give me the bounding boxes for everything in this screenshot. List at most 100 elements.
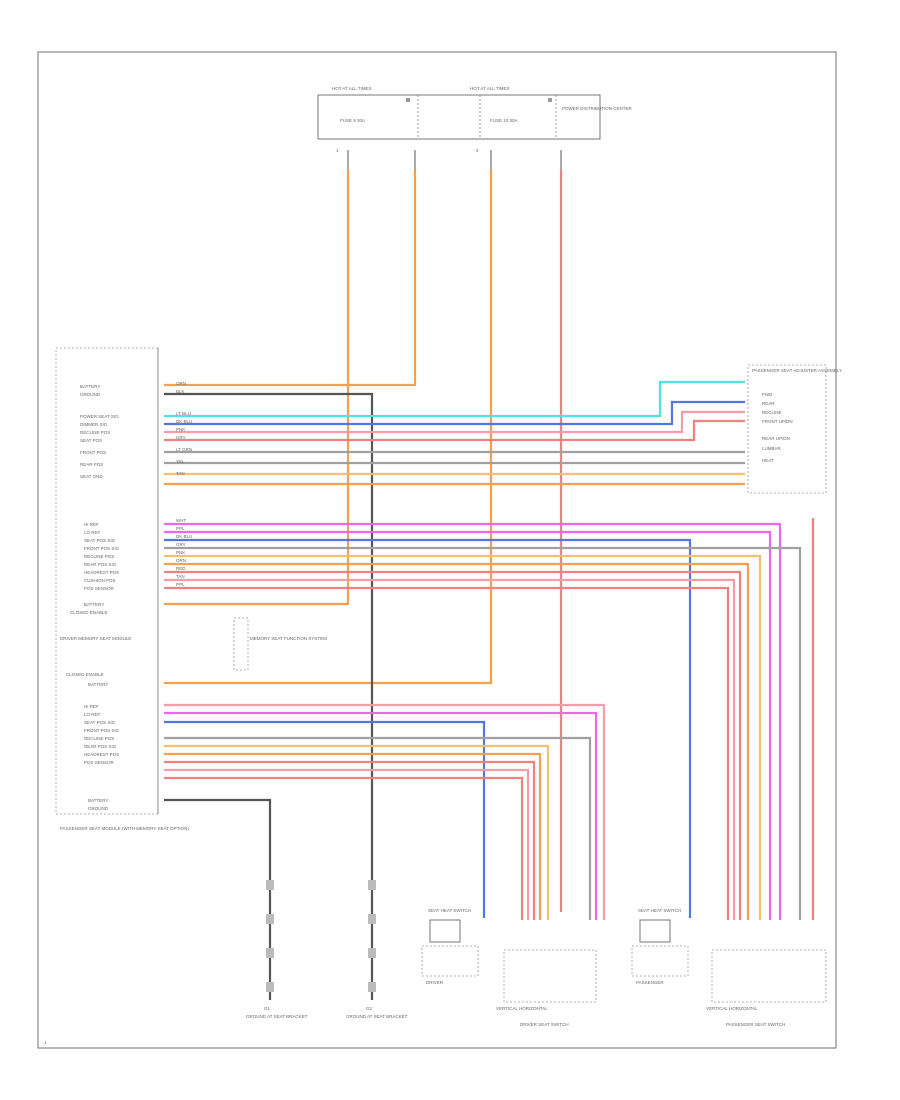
ground-1-label: G1 <box>264 1006 271 1011</box>
driver-label-top-4: RECLINE POS <box>80 430 110 435</box>
driver-wire-top-4: PNK <box>176 427 185 432</box>
pass-label-a-1: BATTERY <box>88 682 108 687</box>
wire-cyan-1 <box>164 380 745 418</box>
driver-label-mid-0: HI REF <box>84 522 99 527</box>
driver-wire-top-0: ORN <box>176 381 186 386</box>
passenger-module-label: PASSENGER SEAT MODULE (WITH MEMORY SEAT … <box>60 826 189 831</box>
diagram-frame <box>37 51 837 1049</box>
pass-label-b-0: HI REF <box>84 704 99 709</box>
wires <box>164 170 815 1000</box>
driver-left-labels: BATTERY GROUND POWER SEAT SIG DIMMER SIG REC… <box>70 381 192 615</box>
driver-wire-mid-7: TAN <box>176 574 185 579</box>
driver-wire-top-6: LT GRN <box>176 447 192 452</box>
wire-orange-3 <box>164 170 493 685</box>
driver-label-mid-3: FRONT POS SIG <box>84 546 120 551</box>
adjuster-pin-6: HEAT <box>762 458 774 463</box>
wire-yellow-3 <box>164 744 550 920</box>
driver-label-top-3: DIMMER SIG <box>80 422 108 427</box>
wire-red-2 <box>164 419 745 442</box>
switch-2-header: SEAT HEAT SWITCH <box>638 908 681 913</box>
pass-label-b-6: HEADREST POS <box>84 752 119 757</box>
switch-2-pins: VERTICAL HORIZONTAL <box>706 1006 758 1011</box>
driver-seat-switch: SEAT HEAT SWITCH DRIVER VERTICAL HORIZON… <box>421 908 597 1027</box>
driver-label-top-5: SEAT POS <box>80 438 102 443</box>
passenger-seat-adjuster: PASSENGER SEAT ADJUSTER ASSEMBLY <box>747 364 842 494</box>
driver-label-top-7: REAR POS <box>80 462 103 467</box>
driver-label-mid-4: RECLINE POS <box>84 554 114 559</box>
driver-wire-mid-2: DK BLU <box>176 534 192 539</box>
driver-wire-mid-5: ORN <box>176 558 186 563</box>
driver-label-mid-8: POS SENSOR <box>84 586 115 591</box>
driver-label-mid-2: SEAT POS SIG <box>84 538 116 543</box>
fuse-2-label: FUSE 10 30A <box>490 118 518 123</box>
driver-wire-top-1: BLK <box>176 389 185 394</box>
driver-wire-top-3: DK BLU <box>176 419 192 424</box>
fuse-1-header: HOT AT ALL TIMES <box>332 86 372 91</box>
driver-label-top-0: BATTERY <box>80 384 100 389</box>
pdc-label: POWER DISTRIBUTION CENTER <box>562 106 633 111</box>
wire-magenta-3 <box>164 711 598 920</box>
driver-label-mid-5: REAR POS SIG <box>84 562 117 567</box>
driver-wire-top-5: GRY <box>176 435 186 440</box>
wire-gray-3 <box>164 546 802 920</box>
pass-label-a-0: CLOSED ENABLE <box>66 672 104 677</box>
wire-pink-3 <box>164 703 606 920</box>
driver-wire-mid-4: PNK <box>176 550 185 555</box>
wire-magenta-2 <box>164 530 772 920</box>
switch-1-header: SEAT HEAT SWITCH <box>428 908 471 913</box>
driver-wire-top-8: TAN <box>176 471 185 476</box>
pass-label-b-2: SEAT POS SIG <box>84 720 116 725</box>
adjuster-pin-4: REAR UP/DN <box>762 436 790 441</box>
driver-label-mid-7: CUSHION POS <box>84 578 116 583</box>
driver-memory-seat-module <box>55 347 159 815</box>
driver-label-mid-6: HEADREST POS <box>84 570 119 575</box>
wire-pink-2 <box>164 578 736 920</box>
wire-blue-1 <box>164 400 745 426</box>
wire-red-3 <box>164 570 742 920</box>
passenger-seat-switch: SEAT HEAT SWITCH PASSENGER VERTICAL HORI… <box>631 908 827 1027</box>
fuse-2-num: 2 <box>476 148 479 153</box>
driver-label-top-2: POWER SEAT SIG <box>80 414 119 419</box>
switch-2-caption: PASSENGER SEAT SWITCH <box>726 1022 785 1027</box>
passenger-module-labels: CLOSED ENABLE BATTERY HI REF LO REF SEAT POS… <box>66 672 120 811</box>
driver-lower-1: CLOSED ENABLE <box>70 610 108 615</box>
adjuster-pin-1: REAR <box>762 401 775 406</box>
pass-label-b-1: LO REF <box>84 712 101 717</box>
ground-2-label: G2 <box>366 1006 373 1011</box>
pass-label-b-4: RECLINE POS <box>84 736 114 741</box>
wire-black-2 <box>164 798 272 1000</box>
ground-2-desc: GROUND AT SEAT BRACKET <box>346 1014 408 1019</box>
wire-magenta-1 <box>164 522 782 920</box>
driver-label-top-1: GROUND <box>80 392 101 397</box>
wire-pink-4 <box>164 768 530 920</box>
adjuster-pin-5: LUMBAR <box>762 446 782 451</box>
pass-bottom-1: GROUND <box>88 806 109 811</box>
driver-wire-mid-1: PPL <box>176 526 185 531</box>
wire-gray-4 <box>164 736 592 920</box>
wire-orange-6 <box>164 752 542 920</box>
page-ref: 1 <box>44 1040 47 1045</box>
pass-label-b-7: POS SENSOR <box>84 760 115 765</box>
ground-1: G1 GROUND AT SEAT BRACKET <box>246 880 308 1019</box>
wire-blue-2 <box>164 538 692 918</box>
fuse-2-header: HOT AT ALL TIMES <box>470 86 510 91</box>
driver-label-top-8: SEAT GND <box>80 474 103 479</box>
wire-red-7 <box>164 776 524 920</box>
switch-1-sub: DRIVER <box>426 980 444 985</box>
wire-orange-2 <box>164 170 417 387</box>
switch-2-sub: PASSENGER <box>636 980 664 985</box>
adjuster-pin-0: FWD <box>762 392 773 397</box>
switch-1-pins: VERTICAL HORIZONTAL <box>496 1006 548 1011</box>
driver-module-label: DRIVER MEMORY SEAT MODULE <box>60 636 131 641</box>
ground-2: G2 GROUND AT SEAT BRACKET <box>346 880 408 1019</box>
memory-function-note: MEMORY SEAT FUNCTION SYSTEM <box>250 636 327 641</box>
driver-wire-mid-6: RED <box>176 566 186 571</box>
driver-lower-0: BATTERY <box>84 602 104 607</box>
fuse-connectors <box>347 150 562 170</box>
wire-yellow-2 <box>164 554 762 920</box>
ground-1-desc: GROUND AT SEAT BRACKET <box>246 1014 308 1019</box>
adjuster-title: PASSENGER SEAT ADJUSTER ASSEMBLY <box>752 368 842 373</box>
driver-wire-top-7: YEL <box>176 459 185 464</box>
